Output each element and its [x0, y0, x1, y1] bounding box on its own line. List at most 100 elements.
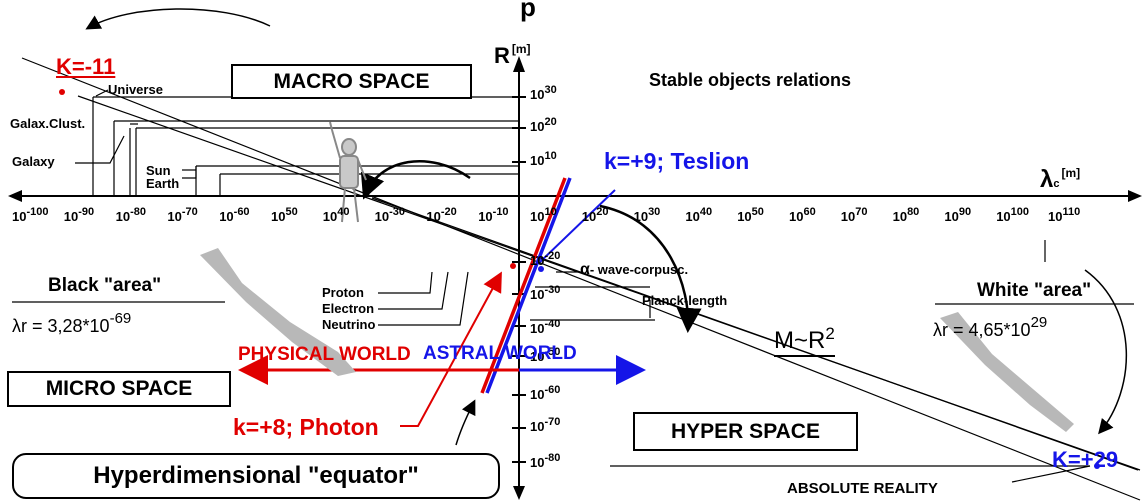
- teslion-leader: [539, 189, 616, 263]
- lambda-tick-exp: 40: [337, 206, 350, 218]
- r-tick-exp: -70: [544, 416, 561, 428]
- equator-arrow: [455, 399, 476, 446]
- r-axis-unit: [m]: [511, 42, 531, 56]
- equator-box: Hyperdimensional "equator": [12, 453, 500, 499]
- lambda-tick-exp: -60: [233, 206, 250, 218]
- lambda-subscript: c: [1053, 178, 1060, 190]
- teslion-point: [538, 266, 544, 272]
- white-formula-lead: λr = 4,65*10: [933, 320, 1031, 340]
- lambda-tick-label: 1020: [582, 206, 609, 224]
- lambda-tick-label: 10110: [1048, 206, 1080, 224]
- wave-corpusc-label: - wave-corpusc.: [589, 262, 689, 277]
- universe-label: Universe: [108, 82, 163, 97]
- lambda-tick-base: 10: [426, 209, 441, 224]
- diagonal-hyper: [371, 197, 1139, 471]
- neutrino-label: Neutrino: [322, 317, 376, 332]
- lambda-tick-base: 10: [737, 209, 752, 224]
- lambda-tick-label: 10-30: [375, 206, 405, 224]
- r-tick-exp: -20: [544, 250, 561, 262]
- lambda-tick-base: 10: [996, 209, 1011, 224]
- lambda-tick-base: 10: [840, 209, 856, 224]
- lambda-tick-label: 10-100: [12, 206, 49, 224]
- k-minus-11-label: K=-11: [56, 54, 116, 79]
- r-tick-base: 10: [530, 387, 545, 402]
- lambda-tick-base: 10: [167, 209, 182, 224]
- proton-point: [510, 263, 516, 269]
- lambda-tick-base: 10: [1048, 209, 1063, 224]
- teslion-label: k=+9; Teslion: [604, 148, 750, 174]
- r-tick-base: 10: [530, 349, 545, 364]
- lambda-tick-exp: 80: [907, 206, 920, 218]
- r-tick-label: 10-80: [530, 452, 560, 470]
- alpha-symbol: α: [580, 261, 590, 278]
- galaxy-label: Galaxy: [12, 154, 55, 169]
- lambda-letter: λ: [1040, 166, 1054, 193]
- top-curve-arrow: [85, 8, 271, 30]
- r-axis-arrow-bottom: [513, 486, 525, 500]
- lambda-tick-label: 10100: [996, 206, 1029, 224]
- lambda-tick-base: 10: [789, 209, 804, 224]
- r-tick-base: 10: [530, 419, 545, 434]
- electron-label: Electron: [322, 301, 375, 316]
- lambda-axis-label: λc[m]: [1040, 166, 1080, 194]
- lambda-tick-label: 10-90: [64, 206, 94, 224]
- absolute-reality-arrow: [1011, 465, 1091, 483]
- r-tick-base: 10: [530, 253, 545, 268]
- lambda-tick-base: 10: [478, 209, 493, 224]
- proton-label: Proton: [322, 285, 364, 300]
- r-tick-exp: 20: [544, 116, 557, 128]
- r-tick-base: 10: [530, 119, 545, 134]
- r-tick-exp: -60: [544, 384, 561, 396]
- r-tick-exp: -50: [544, 346, 561, 358]
- lambda-tick-exp: 60: [803, 206, 816, 218]
- lambda-tick-label: 1050: [737, 206, 764, 224]
- r-axis-arrow-top: [513, 56, 525, 72]
- lambda-tick-exp: 100: [1010, 206, 1030, 218]
- r-tick-label: 10-50: [530, 346, 560, 364]
- lambda-tick-label: 10-10: [478, 206, 508, 224]
- lambda-tick-exp: 20: [596, 206, 609, 218]
- lambda-tick-label: 1080: [893, 206, 920, 224]
- object-drop-lines: [92, 97, 1046, 262]
- physical-world-label: PHYSICAL WORLD: [238, 344, 411, 365]
- lambda-tick-base: 10: [271, 209, 286, 224]
- r-tick-label: 10-30: [530, 284, 560, 302]
- lambda-tick-base: 10: [581, 209, 597, 224]
- lambda-tick-base: 10: [219, 209, 234, 224]
- teslion-line: [485, 177, 572, 394]
- leader-lines: [12, 89, 1134, 326]
- k-plus-29-label: K=+29: [1052, 447, 1119, 472]
- white-area-label: White "area": [977, 280, 1092, 301]
- black-formula-exp: -69: [109, 310, 132, 327]
- lambda-tick-base: 10: [633, 209, 649, 224]
- r-axis-letter: R: [494, 43, 510, 68]
- r-tick-label: 10-70: [530, 416, 560, 434]
- lambda-tick-label: 1030: [634, 206, 661, 224]
- curve-arrow-to-figure: [360, 159, 471, 200]
- lambda-tick-base: 10: [115, 209, 131, 224]
- lambda-tick-exp: 40: [699, 206, 713, 218]
- planck-label: Planck-length: [642, 293, 728, 308]
- r-tick-base: 10: [530, 153, 545, 168]
- m-r2-lead: M~R: [774, 327, 826, 354]
- white-area-shade: [940, 312, 1074, 432]
- m-r2-exp: 2: [825, 324, 835, 343]
- macro-space-box: MACRO SPACE: [231, 64, 472, 99]
- k-minus-11-point: [59, 89, 65, 95]
- photon-line: [480, 177, 567, 394]
- lambda-tick-base: 10: [63, 209, 79, 224]
- r-tick-exp: -30: [544, 284, 561, 296]
- r-tick-label: 1010: [530, 150, 557, 168]
- lambda-tick-label: 1090: [944, 206, 971, 224]
- lambda-tick-exp: 50: [285, 206, 298, 218]
- lambda-axis-arrow-left: [8, 190, 22, 202]
- lambda-tick-label: 1010: [530, 206, 557, 224]
- lambda-tick-label: 1070: [841, 206, 868, 224]
- hyper-space-box: HYPER SPACE: [633, 412, 858, 451]
- astral-world-label: ASTRAL WORLD: [423, 343, 577, 364]
- lambda-axis-arrow-right: [1128, 190, 1142, 202]
- title-fragment: p: [520, 0, 536, 22]
- lambda-tick-exp: 70: [855, 206, 868, 218]
